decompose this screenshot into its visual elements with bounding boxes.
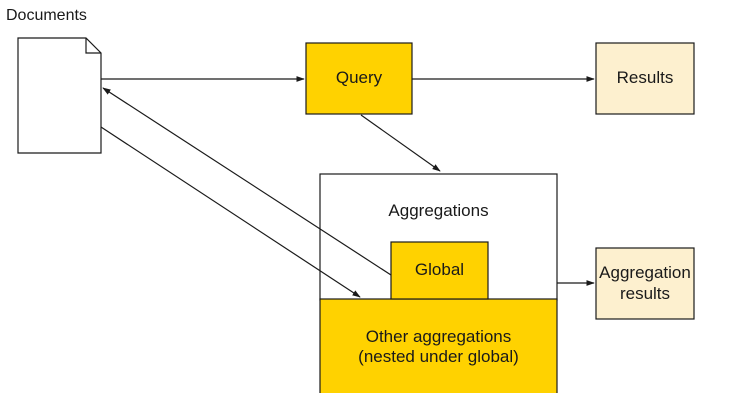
- document-icon: [17, 37, 102, 154]
- other-aggregations-line1: Other aggregations: [365, 326, 512, 346]
- aggregation-results-line1: Aggregation: [599, 263, 691, 283]
- aggregation-results-box: [595, 247, 695, 320]
- other-aggregations-box: [319, 298, 558, 393]
- documents-label: Documents: [6, 7, 87, 24]
- aggregations-label: Aggregations: [388, 200, 489, 220]
- arrow-query-to-aggregations: [360, 114, 441, 172]
- other-aggregations-label: Other aggregations (nested under global): [320, 312, 557, 382]
- other-aggregations-line2: (nested under global): [358, 347, 519, 366]
- query-label: Query: [335, 68, 383, 88]
- arrow-global-to-documents: [102, 87, 392, 276]
- arrow-documents-to-other-aggregations: [100, 126, 361, 298]
- query-box: [305, 42, 413, 115]
- aggregation-results-line2: results: [619, 283, 671, 303]
- results-box: [595, 42, 695, 115]
- results-label: Results: [616, 68, 674, 88]
- global-label: Global: [414, 260, 465, 280]
- global-box: [390, 241, 489, 300]
- aggregation-results-label: Aggregation results: [596, 248, 694, 319]
